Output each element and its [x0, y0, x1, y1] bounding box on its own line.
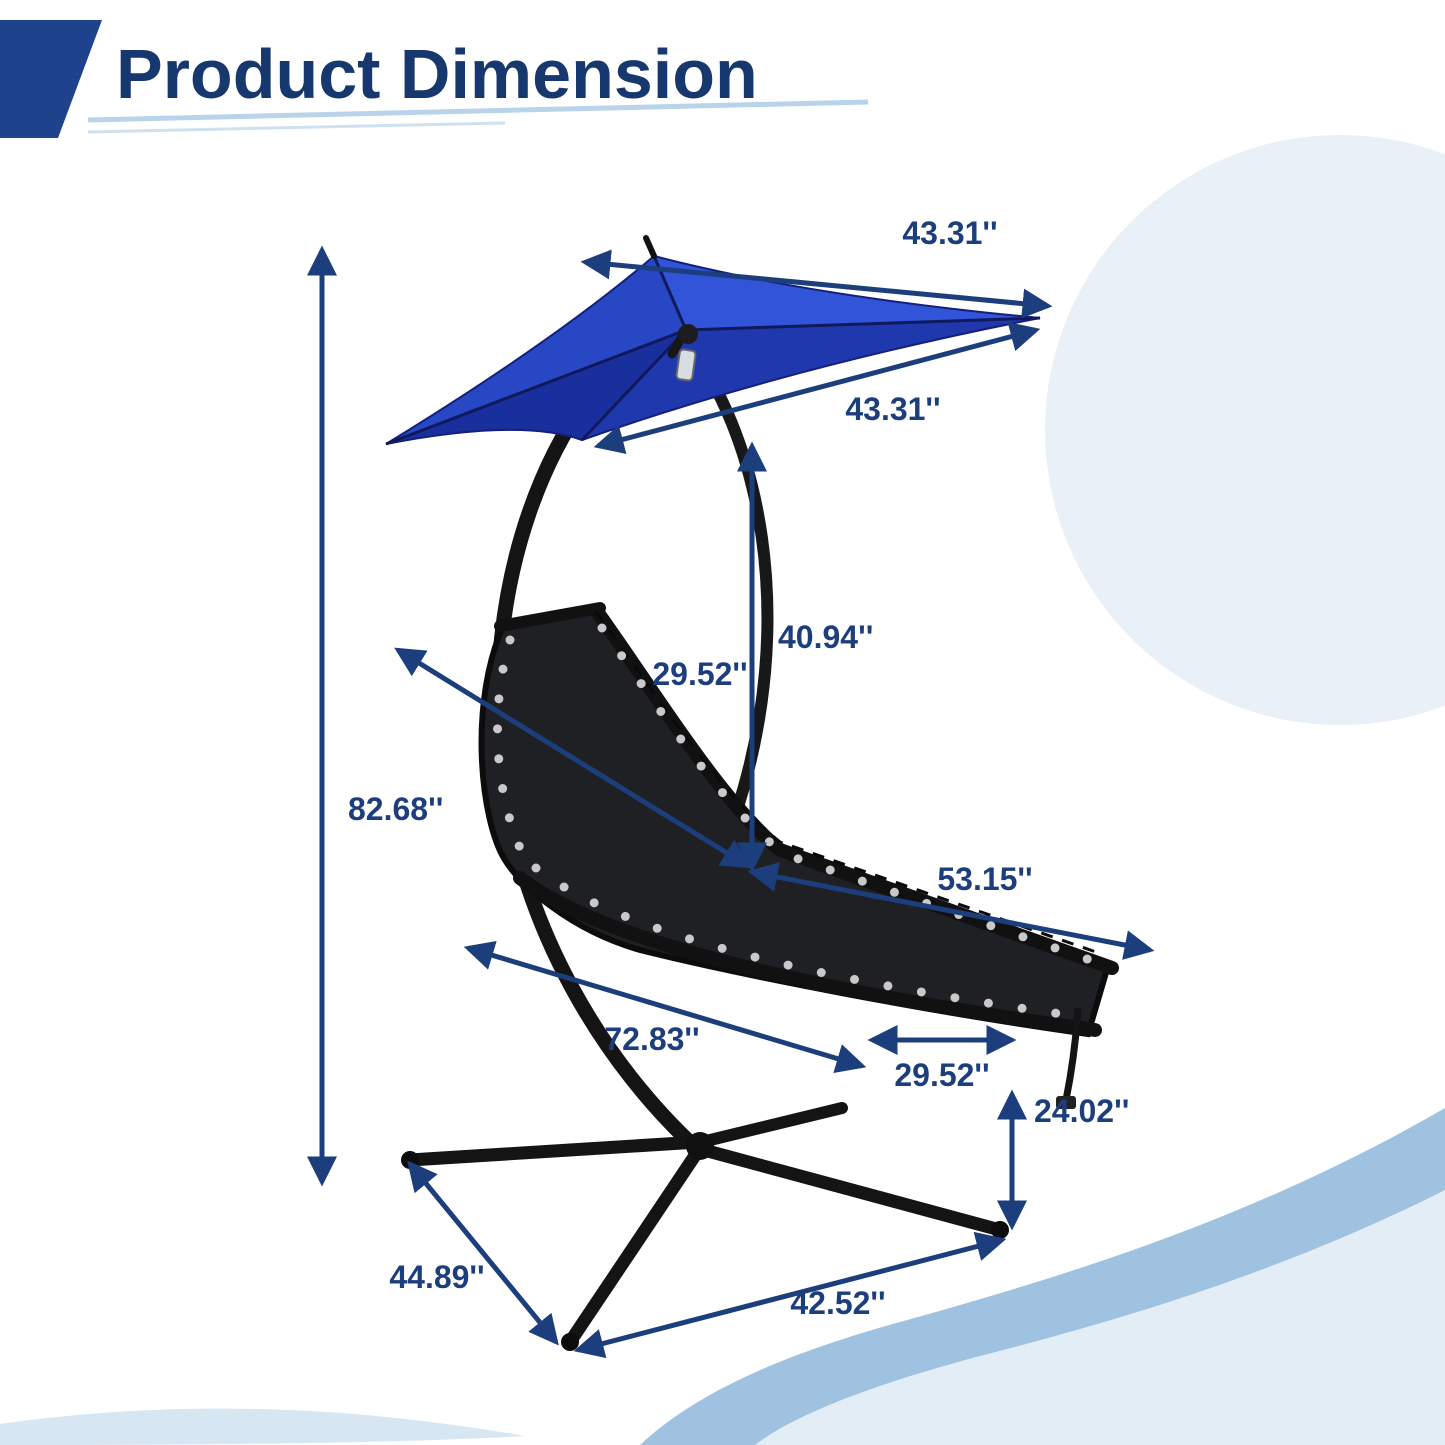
dim-label-canopy-depth: 43.31''	[845, 391, 940, 427]
canopy-connector	[675, 348, 697, 382]
seat-head-bar	[494, 602, 606, 632]
seat-fabric	[478, 606, 1112, 1038]
dim-label-base-leg-span: 44.89''	[389, 1259, 484, 1295]
decor-wave-light	[755, 1190, 1445, 1445]
seat-foot-strap	[1062, 1007, 1082, 1101]
dim-label-base-width: 42.52''	[790, 1285, 885, 1321]
page-title: Product Dimension	[116, 35, 758, 113]
canopy-finial	[643, 235, 657, 259]
dim-label-overall-height: 82.68''	[348, 791, 443, 827]
header-underline	[87, 99, 869, 123]
dim-arrow-overall-depth	[463, 940, 867, 1074]
base-foot-cap-right	[991, 1221, 1009, 1239]
base-leg-right	[697, 1143, 1007, 1237]
dim-arrow-canopy-depth	[593, 322, 1041, 454]
seat-strap-buckle	[1056, 1096, 1076, 1109]
dim-label-backrest-width: 29.52''	[652, 656, 747, 692]
header-accent-block	[0, 20, 102, 138]
dim-arrow-backrest-width	[394, 647, 752, 869]
base-foot-cap-front	[561, 1333, 579, 1351]
dim-label-canopy-to-seat: 40.94''	[778, 619, 873, 655]
base-leg-left	[403, 1135, 705, 1167]
dim-label-seat-width: 29.52''	[894, 1057, 989, 1093]
dim-arrow-base-width	[573, 1231, 1007, 1359]
dim-label-seat-length: 53.15''	[937, 861, 1032, 897]
dim-label-canopy-width: 43.31''	[902, 215, 997, 251]
canopy-tilt-joint	[678, 324, 698, 344]
base-leg-back	[696, 1102, 848, 1148]
base-center-hub	[686, 1132, 714, 1160]
dim-arrow-canopy-width	[580, 249, 1053, 319]
dim-label-overall-depth: 72.83''	[604, 1021, 699, 1057]
dimension-arrows	[307, 245, 1155, 1359]
dim-arrow-base-leg-span	[407, 1160, 559, 1346]
seat-grommets-top	[597, 623, 1095, 965]
base-leg-front	[563, 1147, 703, 1349]
dim-label-seat-height: 24.02''	[1034, 1093, 1129, 1129]
header-underline-short	[87, 121, 506, 134]
decor-wave-corner	[0, 1408, 525, 1445]
dim-arrow-seat-length	[747, 862, 1155, 960]
decor-circle	[1045, 135, 1445, 725]
